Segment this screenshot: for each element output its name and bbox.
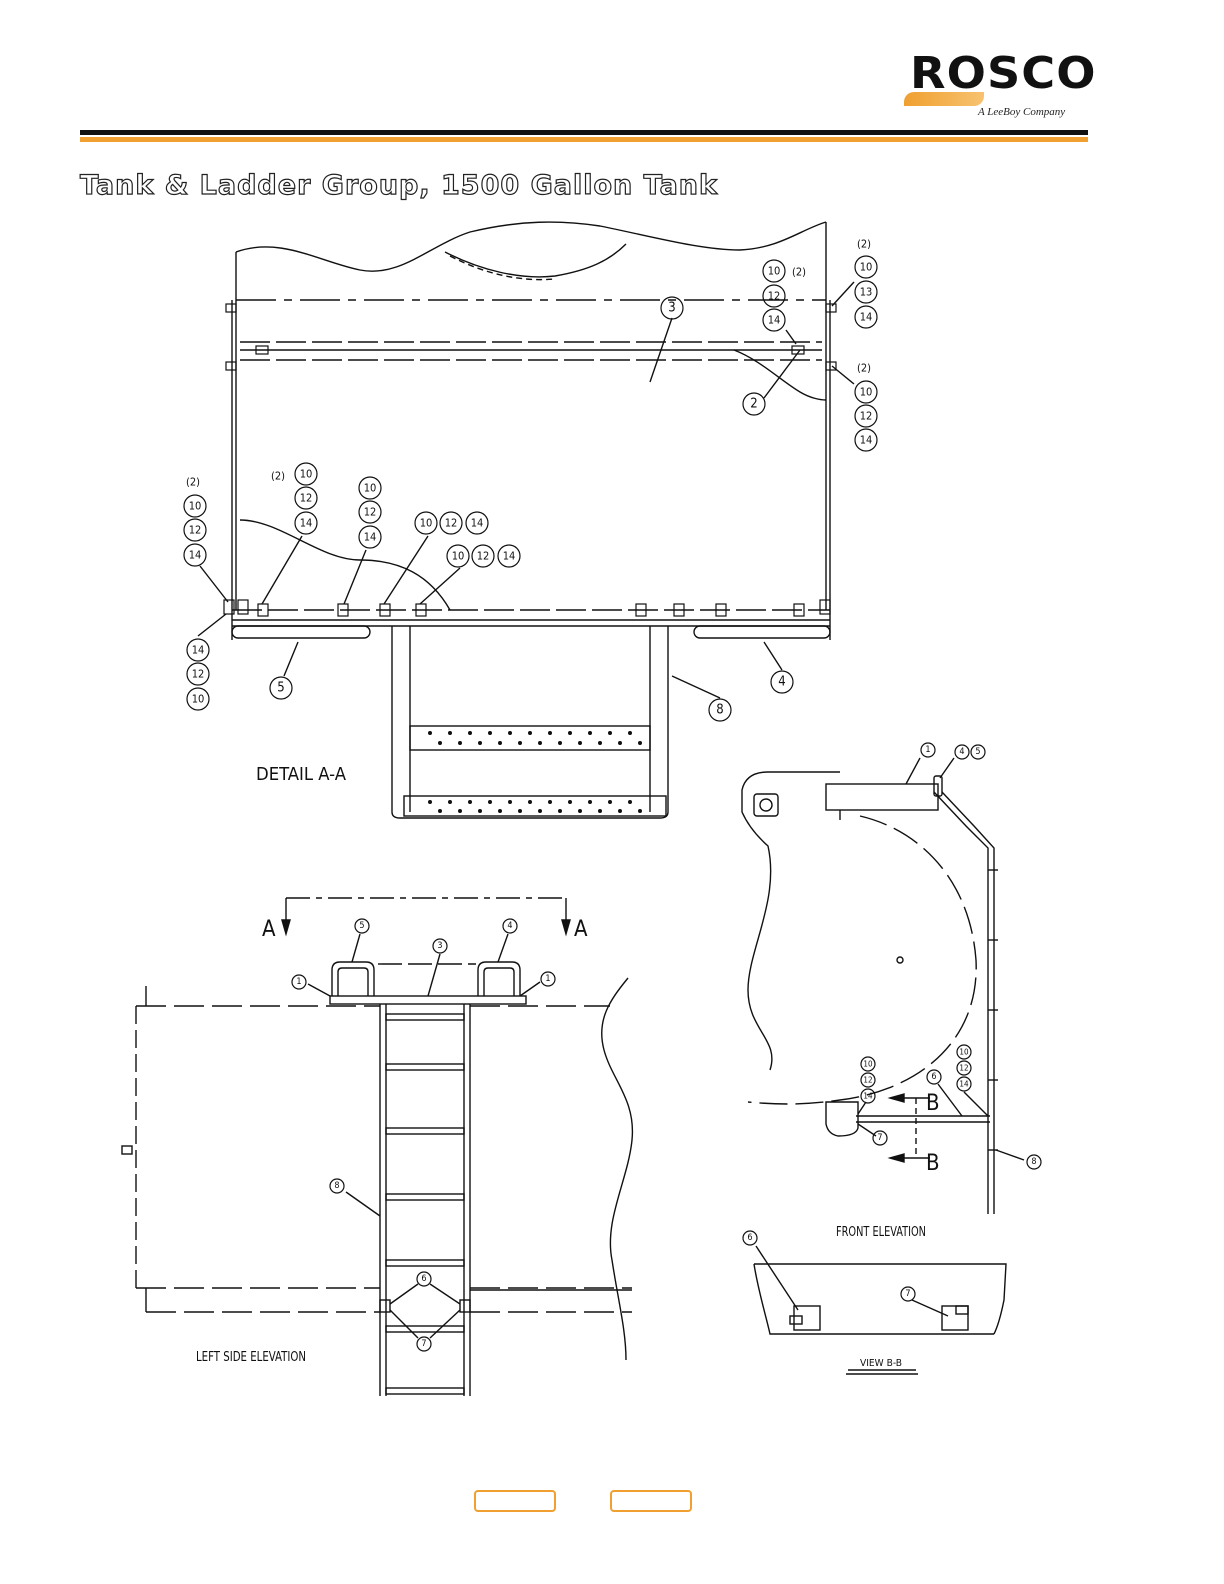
callout-bubbles [184, 256, 1041, 1351]
callout-10: 10 [860, 261, 873, 274]
callout-1: 1 [925, 745, 930, 755]
callout-2: 2 [750, 397, 757, 412]
callout-12: 12 [300, 492, 313, 505]
callout-10: 10 [452, 550, 465, 563]
callout-14: 14 [860, 434, 873, 447]
callout-12: 12 [445, 517, 458, 530]
left-side-elevation-view [122, 898, 632, 1396]
view-title-front-elevation: FRONT ELEVATION [836, 1225, 926, 1240]
callout-1: 1 [545, 974, 550, 984]
view-bb-view [754, 1246, 1006, 1374]
callout-14: 14 [300, 517, 313, 530]
view-title-view-bb: VIEW B-B [860, 1358, 902, 1369]
callout-12: 12 [364, 506, 377, 519]
view-title-left-side-elevation: LEFT SIDE ELEVATION [196, 1350, 306, 1365]
callout-qty: (2) [792, 266, 806, 279]
callout-14: 14 [503, 550, 516, 563]
callout-8: 8 [716, 703, 723, 718]
view-title-detail-aa: DETAIL A-A [256, 764, 346, 785]
callout-6: 6 [931, 1072, 936, 1082]
callout-5: 5 [359, 921, 364, 931]
callout-4: 4 [507, 921, 512, 931]
callout-10: 10 [300, 468, 313, 481]
callout-1: 1 [296, 977, 301, 987]
callout-14: 14 [189, 549, 202, 562]
callout-qty: (2) [857, 238, 871, 251]
callout-qty: (2) [271, 470, 285, 483]
callout-14: 14 [192, 644, 205, 657]
callout-14: 14 [860, 311, 873, 324]
callout-14: 14 [768, 314, 781, 327]
callout-13: 13 [860, 286, 873, 299]
callout-qty: (2) [857, 362, 871, 375]
callout-4: 4 [959, 747, 964, 757]
callout-3: 3 [437, 941, 442, 951]
detail-aa-view [198, 222, 854, 818]
callout-10: 10 [192, 693, 205, 706]
callout-5: 5 [277, 681, 284, 696]
callout-10: 10 [860, 386, 873, 399]
callout-12: 12 [860, 410, 873, 423]
callout-12: 12 [477, 550, 490, 563]
section-marker-b-top: B [926, 1091, 940, 1116]
callout-qty: (2) [186, 476, 200, 489]
callout-12: 12 [863, 1076, 872, 1085]
callout-14: 14 [364, 531, 377, 544]
callout-4: 4 [778, 675, 785, 690]
callout-10: 10 [768, 265, 781, 278]
prev-page-button[interactable] [474, 1490, 556, 1512]
callout-7: 7 [905, 1289, 910, 1299]
next-page-button[interactable] [610, 1490, 692, 1512]
section-marker-a-left: A [262, 917, 276, 942]
callout-10: 10 [364, 482, 377, 495]
callout-10: 10 [189, 500, 202, 513]
callout-12: 12 [192, 668, 205, 681]
callout-3: 3 [668, 301, 675, 316]
callout-10: 10 [863, 1060, 873, 1069]
callout-14: 14 [471, 517, 484, 530]
callout-6: 6 [421, 1274, 426, 1284]
callout-14: 14 [959, 1080, 969, 1089]
callout-12: 12 [959, 1064, 968, 1073]
callout-7: 7 [877, 1133, 882, 1143]
callout-12: 12 [189, 524, 202, 537]
callout-10: 10 [959, 1048, 969, 1057]
callout-14: 14 [863, 1092, 873, 1101]
callout-8: 8 [1031, 1157, 1036, 1167]
callout-12: 12 [768, 290, 781, 303]
callout-10: 10 [420, 517, 433, 530]
front-elevation-view [742, 758, 1024, 1214]
callout-7: 7 [421, 1339, 426, 1349]
section-marker-a-right: A [574, 917, 588, 942]
section-marker-b-bottom: B [926, 1151, 940, 1176]
callout-5: 5 [975, 747, 980, 757]
callout-6: 6 [747, 1233, 752, 1243]
callout-8: 8 [334, 1181, 339, 1191]
